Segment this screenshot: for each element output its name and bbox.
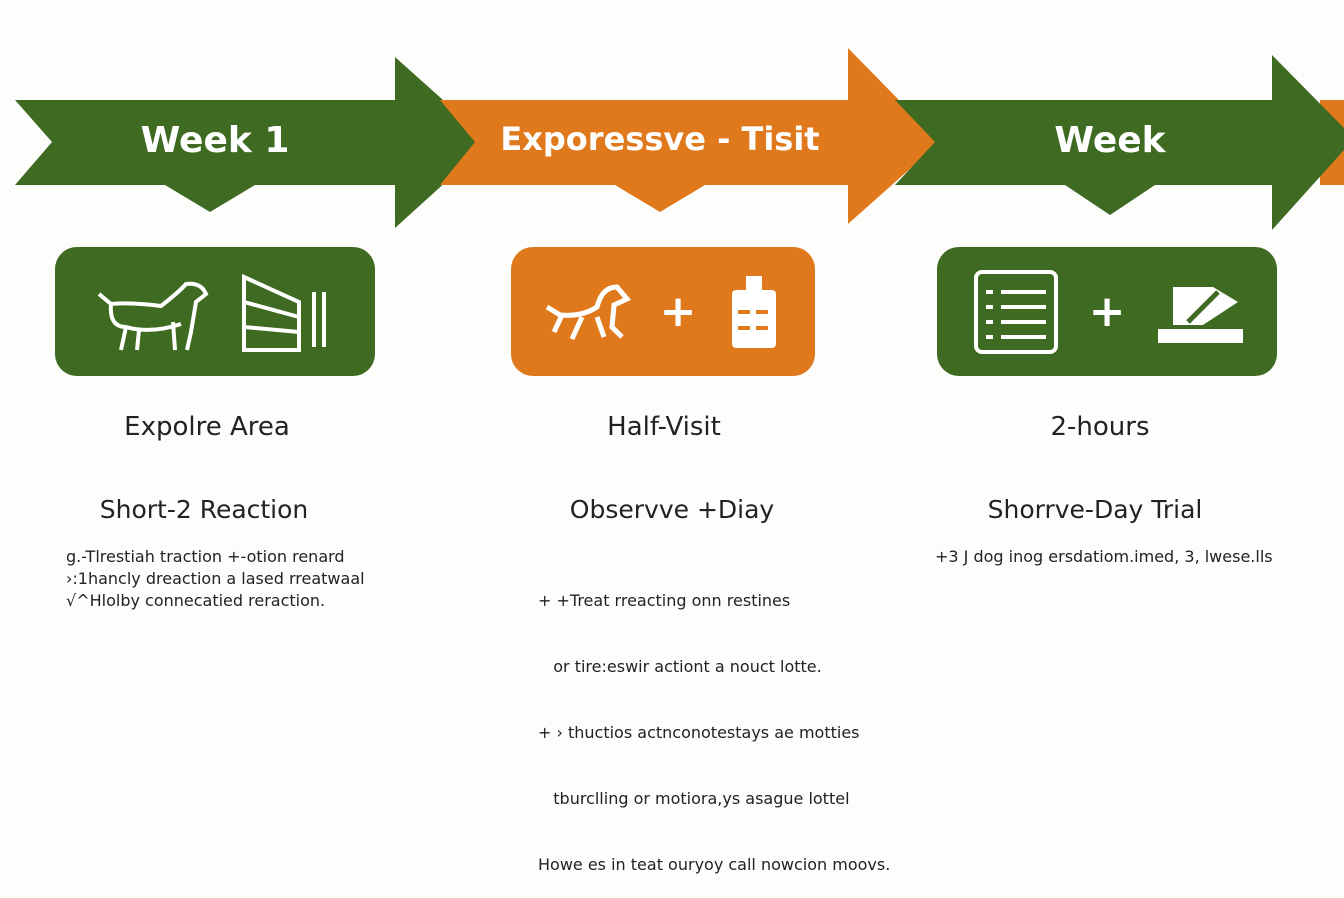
- arrow-stage-2: [440, 48, 940, 224]
- stage-subtitle: Observve +Diay: [569, 495, 775, 524]
- stage-title: Half-Visit: [607, 412, 721, 442]
- stage-card: [55, 247, 375, 376]
- stage-description: + +Treat rreacting onn restines or tire:…: [538, 546, 890, 898]
- description-line: +3 J dog inog ersdatiom.imed, 3, lwese.l…: [935, 547, 1273, 566]
- stage-title: Expolre Area: [124, 412, 290, 442]
- description-line: + +Treat rreacting onn restines: [538, 591, 791, 610]
- plus-sign: +: [1088, 286, 1126, 337]
- arrow-week: [895, 55, 1344, 230]
- plus-sign: +: [659, 286, 697, 337]
- stage-description: +3 J dog inog ersdatiom.imed, 3, lwese.l…: [935, 546, 1273, 568]
- stage-subtitle: Short-2 Reaction: [99, 495, 309, 524]
- banner-label: Week: [1054, 120, 1166, 161]
- stage-description: g.-Tlrestiah traction +-otion renard ›:1…: [66, 546, 365, 612]
- bed-icon: [1158, 286, 1244, 343]
- checklist-icon: [973, 269, 1058, 354]
- banner-label: Week 1: [140, 120, 290, 161]
- crate-icon: [732, 275, 777, 348]
- stage-title: 2-hours: [1050, 412, 1150, 442]
- timeline-arrows: [15, 48, 1344, 230]
- description-line: + › thuctios actnconotestays ae motties: [538, 723, 860, 742]
- stage-subtitle: Shorrve-Day Trial: [987, 495, 1203, 524]
- description-line: g.-Tlrestiah traction +-otion renard: [66, 547, 345, 566]
- description-line: Howe es in teat ouryoy call nowcion moov…: [538, 855, 891, 874]
- stage-card: +: [511, 247, 815, 376]
- arrow-week-1: [15, 57, 490, 228]
- gate-icon: [242, 273, 326, 352]
- description-line: √^Hlolby connecatied reraction.: [66, 591, 326, 610]
- dog-icon: [97, 281, 209, 350]
- description-line: tburclling or motiora,ys asague lottel: [538, 789, 850, 808]
- banner-label: Exporessve - Tisit: [500, 120, 820, 158]
- dog-icon: [545, 283, 631, 340]
- description-line: ›:1hancly dreaction a lased rreatwaal: [66, 569, 365, 588]
- description-line: or tire:eswir actiont a nouct lotte.: [538, 657, 822, 676]
- stage-card: +: [937, 247, 1277, 376]
